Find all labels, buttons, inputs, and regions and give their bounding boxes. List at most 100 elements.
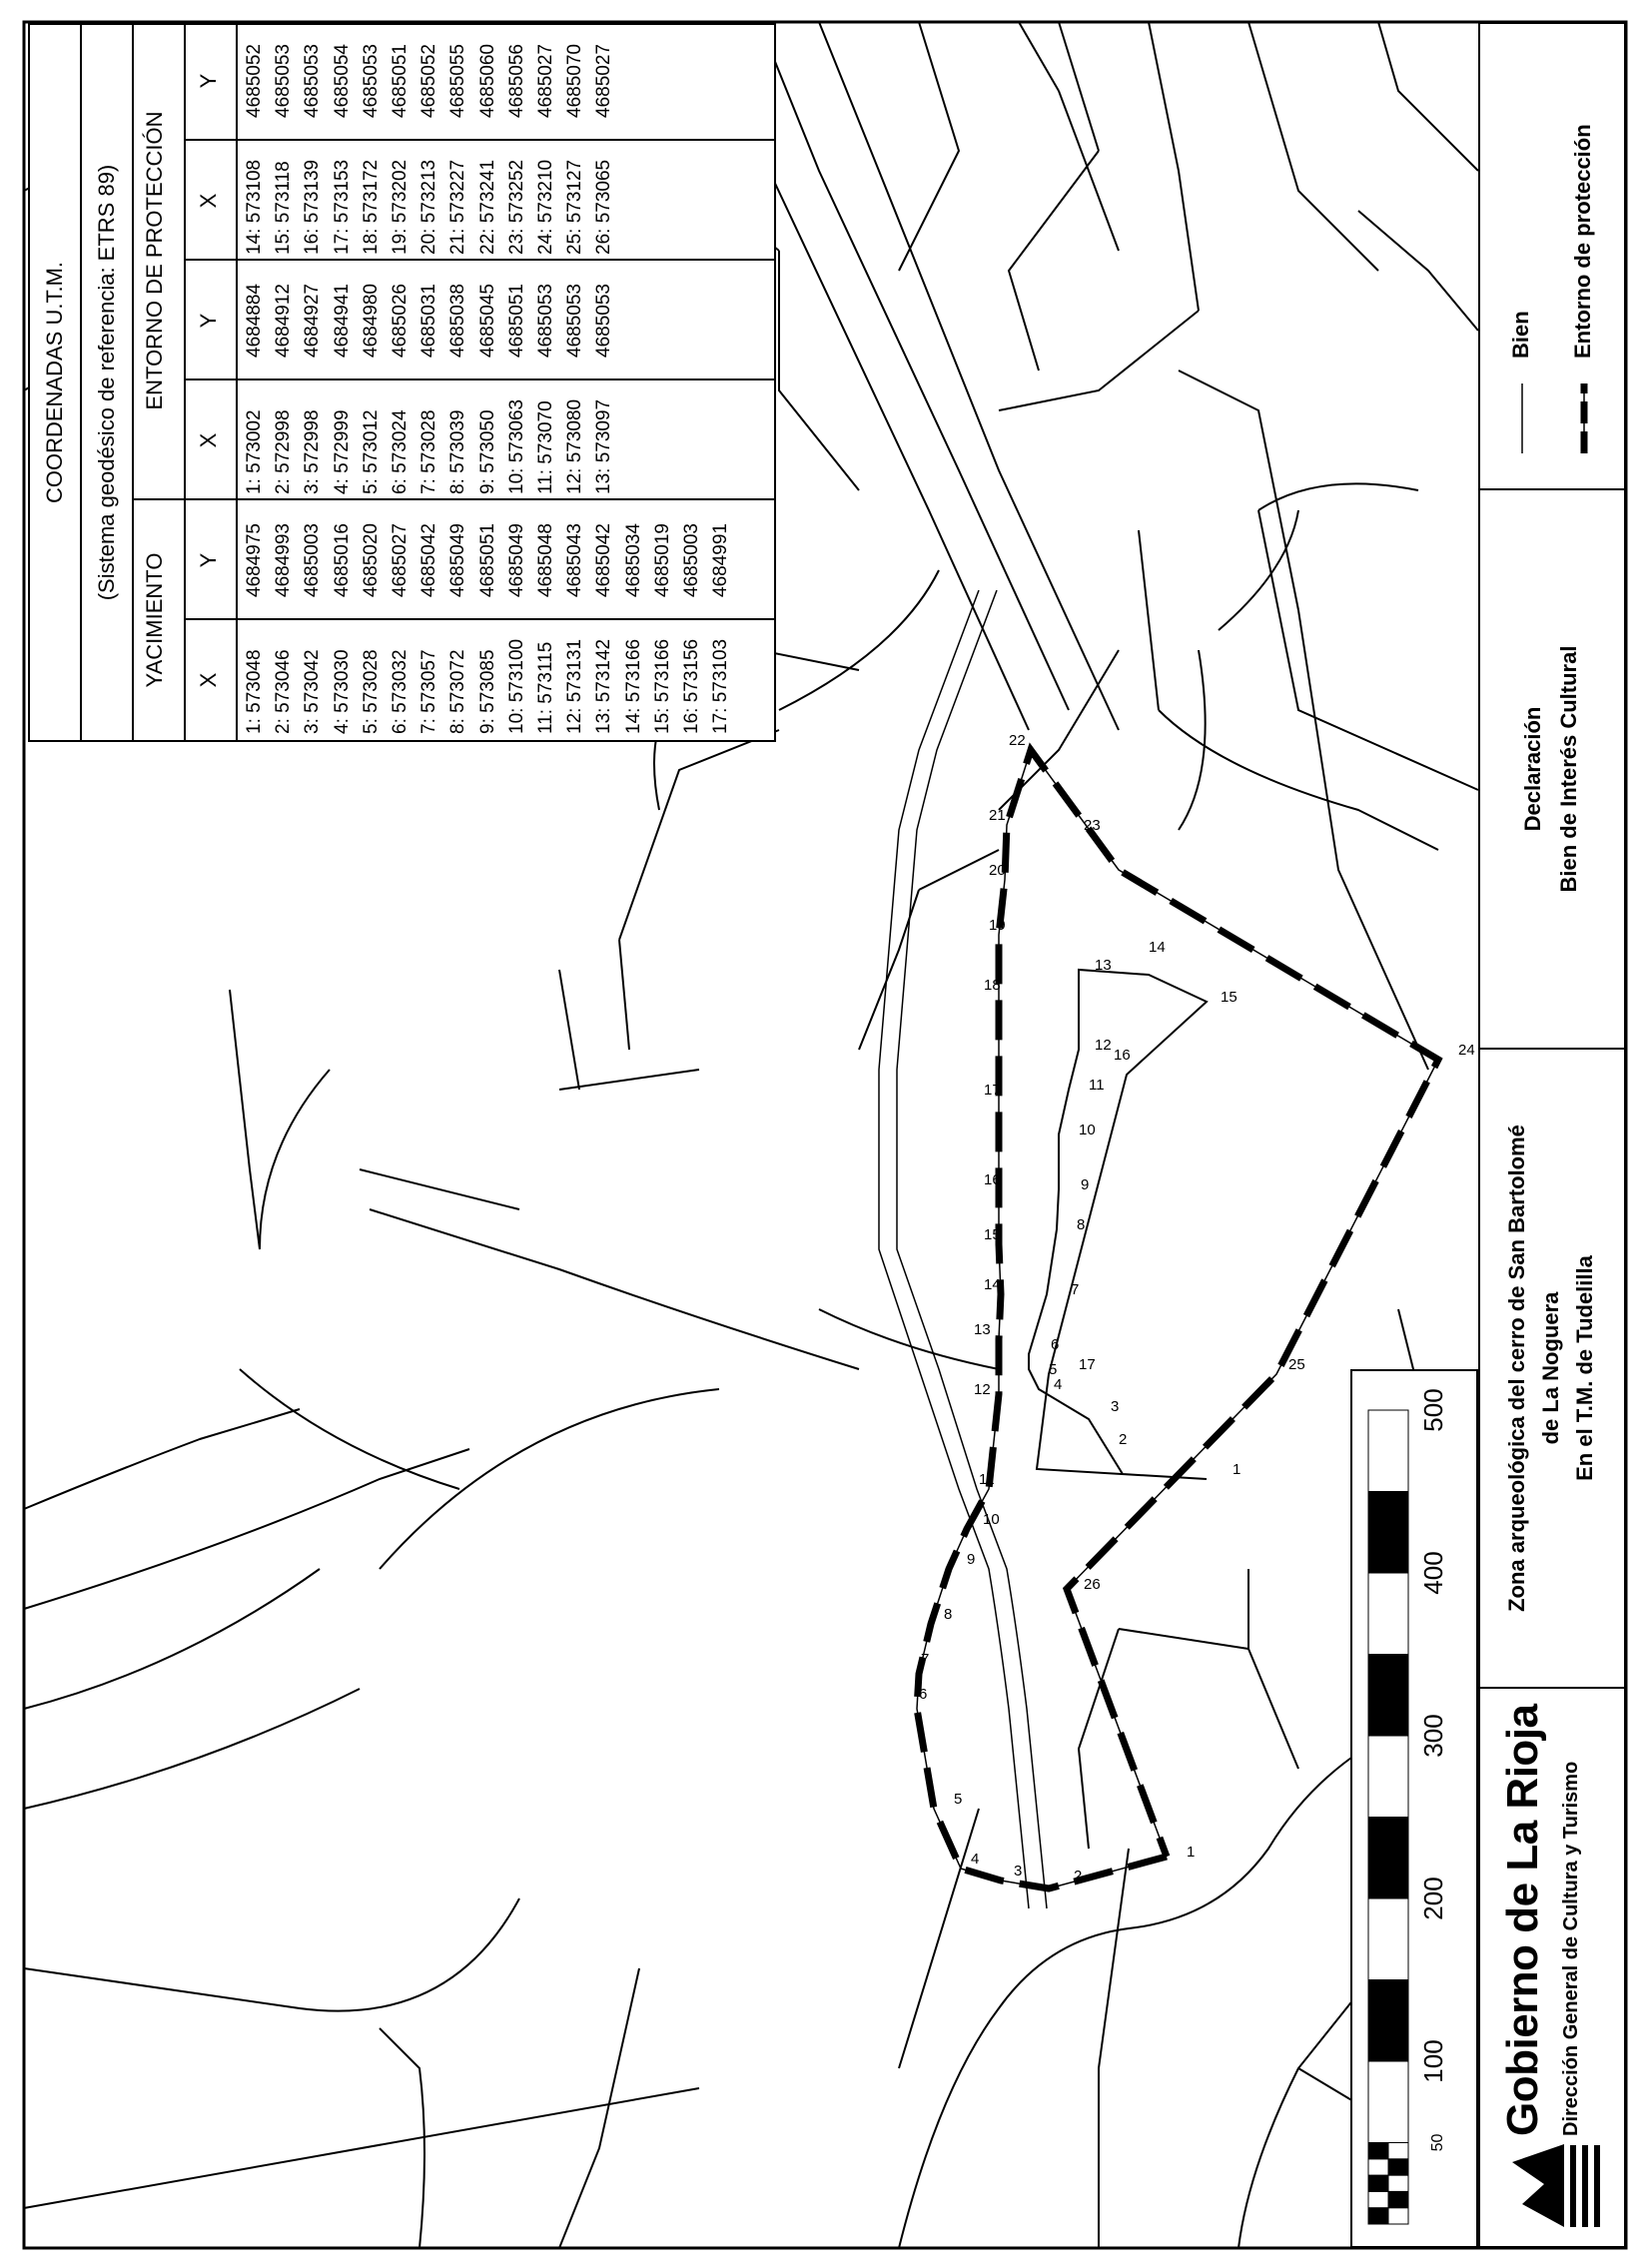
logo-subtitle: Dirección General de Cultura y Turismo	[1560, 1761, 1582, 2136]
entorno-b-x-1: 14: 573108	[244, 159, 265, 255]
scale-checker	[1387, 2190, 1409, 2209]
bien-point-1: 1	[1233, 1461, 1240, 1478]
entorno-point-19: 19	[989, 917, 1006, 934]
col-x-entorno-a: X	[196, 432, 221, 448]
bien-point-10: 10	[1079, 1122, 1096, 1138]
table-subtitle-row: (Sistema geodésico de referencia: ETRS 8…	[82, 25, 134, 740]
yacimiento-y-1: 4684975	[244, 523, 265, 597]
entorno-point-21: 21	[989, 807, 1006, 824]
entorno-a-x-10: 10: 573063	[505, 398, 527, 494]
entorno-point-22: 22	[1009, 732, 1026, 749]
scale-segment	[1367, 2060, 1409, 2143]
zone-title-line2: de La Noguera	[1538, 1291, 1563, 1445]
declaration-box: Declaración Bien de Interés Cultural	[1480, 488, 1624, 1048]
entorno-point-8: 8	[944, 1606, 952, 1623]
yacimiento-y-3: 4685003	[302, 523, 324, 597]
yacimiento-x-8: 8: 573072	[447, 649, 469, 734]
logo-title: Gobierno de La Rioja	[1498, 1704, 1547, 2137]
entorno-a-y-11: 4685053	[535, 284, 556, 358]
bien-point-2: 2	[1119, 1431, 1127, 1448]
section-yacimiento: YACIMIENTO	[142, 552, 167, 688]
entorno-point-26: 26	[1084, 1576, 1101, 1593]
scale-checker	[1367, 2207, 1389, 2225]
entorno-a-x-12: 12: 573080	[564, 398, 586, 494]
col-x-yacimiento: X	[196, 672, 221, 688]
entorno-a-y-3: 4684927	[302, 284, 324, 358]
entorno-a-y-12: 4685053	[564, 284, 586, 358]
bien-point-12: 12	[1095, 1037, 1112, 1054]
entorno-a-y-5: 4684980	[360, 284, 382, 358]
entorno-b-y-13: 4685027	[593, 44, 615, 118]
scale-segment	[1367, 1654, 1409, 1737]
yacimiento-x-9: 9: 573085	[476, 649, 498, 734]
entorno-point-18: 18	[984, 977, 1001, 994]
entorno-a-y-6: 4685026	[390, 284, 411, 358]
yacimiento-y-17: 4684991	[710, 523, 732, 597]
declaration-line1: Declaración	[1520, 706, 1545, 832]
yacimiento-y-8: 4685049	[447, 523, 469, 597]
bien-point-7: 7	[1071, 1281, 1079, 1298]
entorno-point-5: 5	[954, 1791, 962, 1808]
scale-checker	[1387, 2174, 1409, 2192]
bien-point-15: 15	[1221, 989, 1238, 1006]
entorno-b-y-2: 4685053	[273, 44, 295, 118]
entorno-b-y-11: 4685027	[535, 44, 556, 118]
yacimiento-y-4: 4685016	[331, 523, 353, 597]
yacimiento-x-2: 2: 573046	[273, 649, 295, 734]
entorno-a-x-13: 13: 573097	[593, 398, 615, 494]
entorno-a-y-7: 4685031	[418, 284, 440, 358]
entorno-b-y-8: 4685055	[447, 44, 469, 118]
entorno-b-x-2: 15: 573118	[273, 161, 295, 255]
scale-checker	[1367, 2174, 1389, 2192]
bien-point-16: 16	[1114, 1047, 1131, 1064]
scale-label-50: 50	[1429, 2134, 1446, 2152]
entorno-point-6: 6	[919, 1686, 927, 1703]
scale-checker	[1367, 2190, 1389, 2209]
yacimiento-y-2: 4684993	[273, 523, 295, 597]
entorno-b-y-7: 4685052	[418, 44, 440, 118]
map-frame	[22, 20, 1628, 2250]
entorno-point-3: 3	[1014, 1863, 1022, 1880]
entorno-a-x-6: 6: 573024	[390, 409, 411, 494]
declaration-line2: Bien de Interés Cultural	[1556, 645, 1581, 893]
entorno-b-x-5: 18: 573172	[360, 159, 382, 255]
entorno-point-11: 11	[979, 1471, 995, 1488]
entorno-point-20: 20	[989, 862, 1006, 879]
scale-checker	[1387, 2142, 1409, 2160]
scale-checker	[1387, 2207, 1409, 2225]
bien-point-8: 8	[1077, 1216, 1085, 1233]
entorno-b-x-9: 22: 573241	[476, 159, 498, 255]
yacimiento-y-12: 4685043	[564, 523, 586, 597]
entorno-b-y-9: 4685060	[476, 44, 498, 118]
entorno-point-10: 10	[983, 1511, 1000, 1528]
zone-box: Zona arqueológica del cerro de San Barto…	[1480, 1048, 1624, 1687]
scale-label-400: 400	[1418, 1551, 1448, 1594]
bien-point-11: 11	[1089, 1077, 1105, 1094]
zone-title-line3: En el T.M. de Tudelilla	[1572, 1255, 1597, 1481]
header-rule	[184, 25, 186, 740]
entorno-a-x-5: 5: 573012	[360, 409, 382, 494]
entorno-point-labels: 1234567891011121314151617181920212223242…	[919, 732, 1475, 1885]
entorno-point-17: 17	[984, 1082, 1001, 1099]
legend-bien-label: Bien	[1508, 311, 1533, 359]
logo-box: Gobierno de La Rioja Dirección General d…	[1480, 1687, 1624, 2246]
yacimiento-y-14: 4685034	[622, 523, 644, 597]
entorno-b-x-4: 17: 573153	[331, 159, 353, 255]
scale-label-300: 300	[1418, 1714, 1448, 1757]
gobierno-rioja-logo-icon	[1512, 2144, 1600, 2227]
yacimiento-y-7: 4685042	[418, 523, 440, 597]
bien-boundary	[1028, 968, 1209, 1480]
entorno-a-y-9: 4685045	[476, 284, 498, 358]
yacimiento-y-16: 4685003	[681, 523, 702, 597]
yacimiento-x-17: 17: 573103	[710, 638, 732, 734]
scale-label-100: 100	[1418, 2039, 1448, 2082]
entorno-point-15: 15	[984, 1226, 1001, 1243]
scale-segment	[1367, 1817, 1409, 1899]
legend-box: Bien Entorno de protección	[1480, 24, 1624, 488]
entorno-a-x-9: 9: 573050	[476, 409, 498, 494]
yacimiento-y-13: 4685042	[593, 523, 615, 597]
